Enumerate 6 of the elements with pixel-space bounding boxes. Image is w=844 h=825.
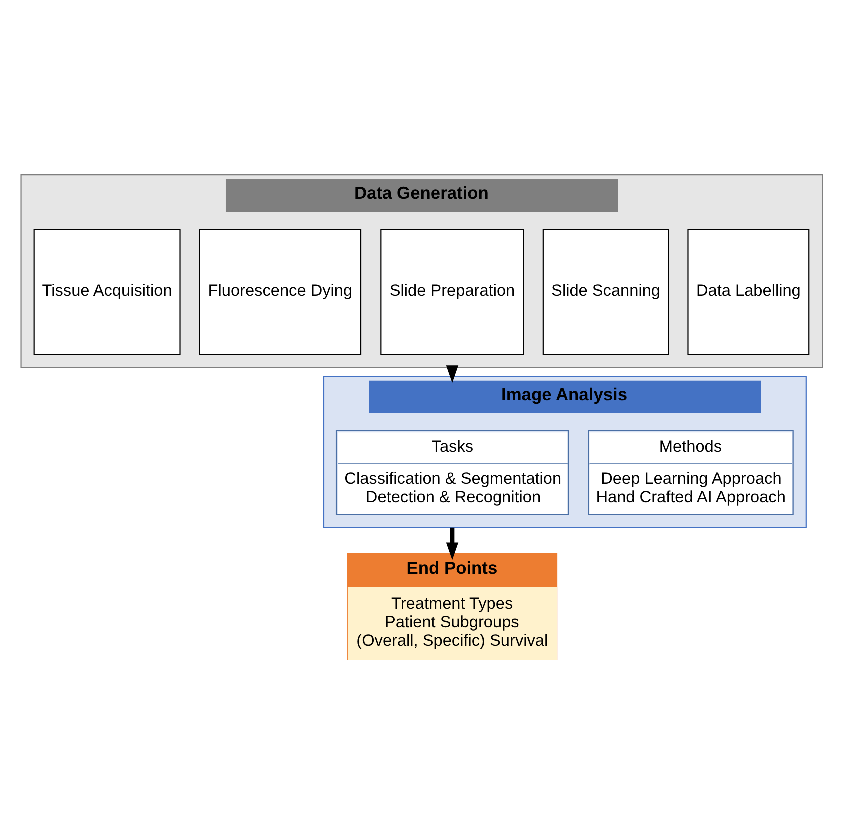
node-box: Fluorescence Dying xyxy=(199,228,362,355)
arrow xyxy=(446,527,459,560)
node-box: Tissue Acquisition xyxy=(34,228,181,355)
node-box: Slide Preparation xyxy=(380,228,524,355)
node-box: Data Labelling xyxy=(688,228,810,355)
node-box: Slide Scanning xyxy=(542,228,670,355)
